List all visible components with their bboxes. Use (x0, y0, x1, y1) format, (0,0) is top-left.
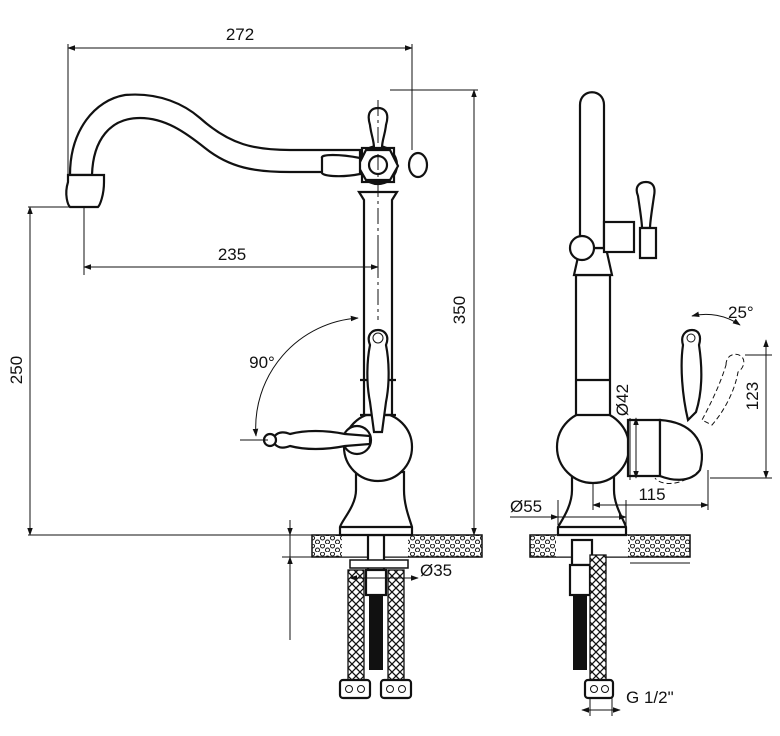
dim-handle-reach: 115 (638, 485, 665, 504)
dim-body-diameter: Ø42 (613, 384, 632, 416)
faucet-base-side (556, 470, 628, 537)
threaded-rod-side (573, 595, 587, 670)
supply-hose-right (387, 569, 405, 683)
handle-angle-arc (691, 311, 741, 326)
dim-total-width: 272 (226, 25, 254, 44)
dim-spout-reach: 235 (218, 245, 246, 264)
lever-handle-side-tilted (701, 353, 745, 426)
threaded-rod (369, 595, 383, 670)
hose-nut-right (379, 678, 413, 700)
lever-handle-side-up (680, 328, 703, 423)
dim-base-hole: Ø35 (420, 561, 452, 580)
faucet-base-front (338, 470, 414, 537)
dim-handle-height: 123 (743, 382, 762, 410)
mixer-body-side (555, 409, 631, 485)
supply-hose-left (347, 569, 365, 683)
dim-handle-angle: 25° (728, 303, 754, 322)
dim-base-diameter: Ø55 (510, 497, 542, 516)
dim-total-height: 350 (450, 296, 469, 324)
dim-rotation-angle: 90° (249, 353, 275, 372)
aerator (65, 173, 106, 209)
hose-nut-side (583, 678, 615, 700)
lever-handle-up (366, 328, 390, 434)
spout-front (68, 93, 362, 177)
top-handle-side (635, 180, 656, 230)
spout-side (578, 91, 606, 250)
dim-connection-thread: G 1/2" (626, 688, 674, 707)
hose-nut-left (338, 678, 372, 700)
supply-hose-side (589, 554, 607, 683)
dim-spout-height: 250 (7, 356, 26, 384)
side-view: G 1/2" 25° 123 (510, 91, 772, 716)
front-view: 272 235 350 250 90° Ø35 (7, 25, 483, 700)
rotation-arc (252, 315, 359, 437)
faucet-column-side (574, 273, 612, 417)
handle-cartridge (626, 418, 662, 478)
